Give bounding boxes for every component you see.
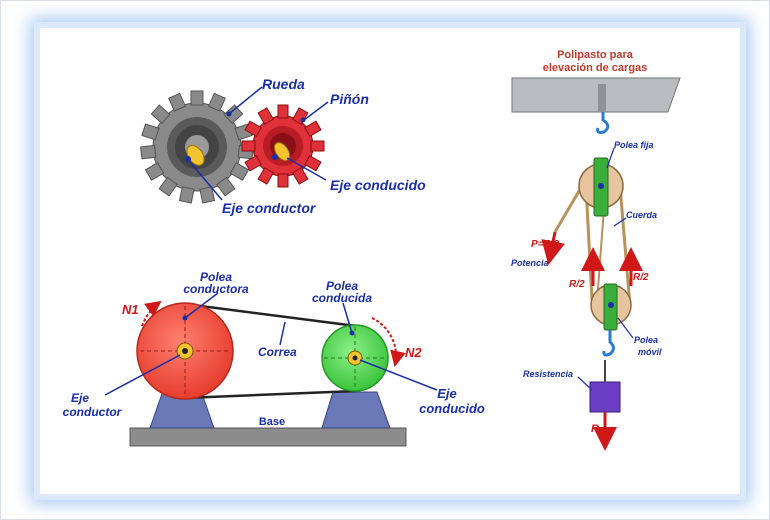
belt-drive: Base Polea conductora Polea conducida N1… xyxy=(63,270,485,447)
belt-correa xyxy=(184,302,357,400)
pinon-gear-icon xyxy=(241,104,325,188)
gear-set: Rueda Piñón Eje conducido Eje conductor xyxy=(140,76,426,216)
base-label: Base xyxy=(259,416,285,428)
r2-right-label: R/2 xyxy=(633,272,649,283)
eje-conductor-gear-label: Eje conductor xyxy=(222,200,317,216)
polea-fija-label: Polea fija xyxy=(614,140,654,150)
eje-conductor-label-2: conductor xyxy=(63,405,123,419)
eje-conducido-label-1: Eje xyxy=(437,386,457,401)
polea-conducida-label-2: conducida xyxy=(312,291,372,305)
n1-label: N1 xyxy=(122,302,139,317)
polea-movil-label-2: móvil xyxy=(638,347,662,357)
top-hook-icon xyxy=(596,112,610,134)
hoist-title-2: elevación de cargas xyxy=(543,62,648,74)
base-plate xyxy=(129,427,407,447)
polea-movil-label-1: Polea xyxy=(634,335,658,345)
r-label: R xyxy=(591,423,599,435)
polipasto: Polipasto para elevación de cargas xyxy=(511,49,681,451)
resistencia-label: Resistencia xyxy=(523,369,573,379)
p-formula-label: P=R/2 xyxy=(531,239,560,250)
n2-label: N2 xyxy=(405,345,422,360)
r2-left-label: R/2 xyxy=(569,279,585,290)
ceiling-beam xyxy=(511,77,681,113)
load-hook-icon xyxy=(602,330,615,357)
polea-conductora-label-2: conductora xyxy=(183,282,249,296)
hoist-title-1: Polipasto para xyxy=(557,49,634,61)
cuerda-label: Cuerda xyxy=(626,210,657,220)
n2-rotation-arrow xyxy=(371,317,406,367)
potencia-arrow xyxy=(541,231,565,265)
n1-rotation-arrow xyxy=(141,300,162,327)
eje-conducido-gear-label: Eje conducido xyxy=(330,177,426,193)
polea-conducida-label-1: Polea xyxy=(326,279,358,293)
pinon-label: Piñón xyxy=(330,91,369,107)
polea-conductora-label-1: Polea xyxy=(200,270,232,284)
rueda-label: Rueda xyxy=(262,76,305,92)
potencia-label: Potencia xyxy=(511,258,549,268)
eje-conductor-label-1: Eje xyxy=(71,391,89,405)
eje-conducido-label-2: conducido xyxy=(419,401,485,416)
right-support xyxy=(321,391,391,429)
load-weight-icon xyxy=(589,381,621,413)
correa-label: Correa xyxy=(258,345,297,359)
rueda-gear-icon xyxy=(140,90,254,204)
